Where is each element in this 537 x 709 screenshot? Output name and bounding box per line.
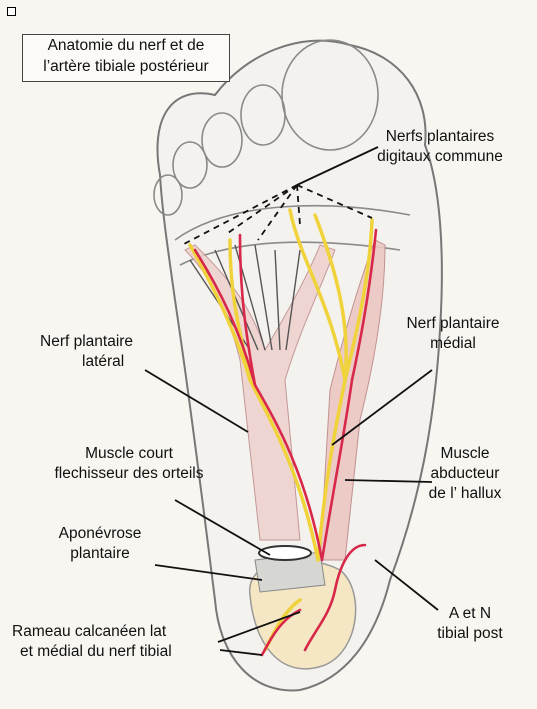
- corner-marker-icon: [7, 7, 16, 16]
- label-muscle-court: Muscle court flechisseur des orteils: [14, 444, 244, 484]
- title-line-2: l’artère tibiale postérieur: [23, 56, 229, 77]
- label-line: tibial post: [437, 625, 502, 642]
- label-a-et-n: A et N tibial post: [410, 604, 530, 644]
- label-line: digitaux commune: [377, 148, 503, 165]
- label-line: plantaire: [70, 545, 129, 562]
- label-line: abducteur: [431, 465, 500, 482]
- label-line: Muscle: [440, 445, 489, 462]
- label-line: de l’ hallux: [429, 485, 502, 502]
- label-line: Muscle court: [85, 445, 173, 462]
- label-nerfs-plantaires: Nerfs plantaires digitaux commune: [345, 127, 535, 167]
- label-nerf-lateral: Nerf plantaire latéral: [40, 332, 190, 372]
- label-line: flechisseur des orteils: [54, 465, 203, 482]
- label-aponevrose: Aponévrose plantaire: [30, 524, 170, 564]
- label-line: médial: [430, 335, 476, 352]
- label-rameau-calcaneen: Rameau calcanéen lat et médial du nerf t…: [12, 622, 232, 662]
- label-line: Aponévrose: [59, 525, 142, 542]
- title-line-1: Anatomie du nerf et de: [23, 35, 229, 56]
- label-line: A et N: [449, 605, 491, 622]
- label-line: latéral: [40, 353, 124, 370]
- title-box: Anatomie du nerf et de l’artère tibiale …: [22, 34, 230, 82]
- label-line: Rameau calcanéen lat: [12, 623, 166, 640]
- label-line: et médial du nerf tibial: [12, 643, 172, 660]
- label-line: Nerf plantaire: [40, 333, 133, 350]
- label-muscle-abducteur: Muscle abducteur de l’ hallux: [410, 444, 520, 504]
- label-line: Nerf plantaire: [406, 315, 499, 332]
- label-line: Nerfs plantaires: [386, 128, 495, 145]
- label-nerf-medial: Nerf plantaire médial: [393, 314, 513, 354]
